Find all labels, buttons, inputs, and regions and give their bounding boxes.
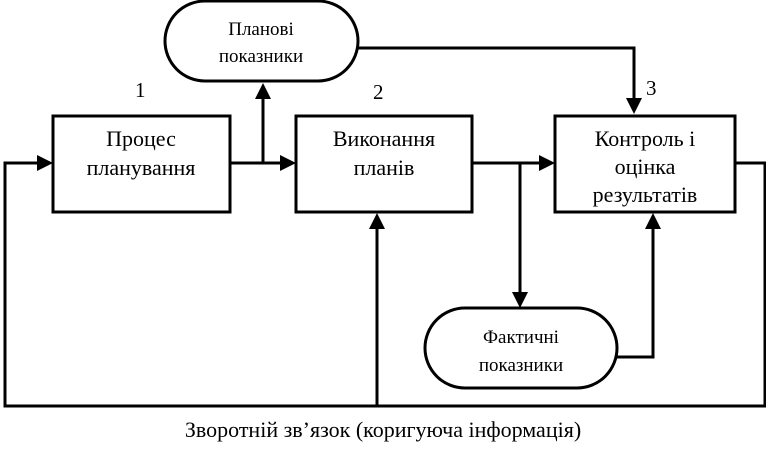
- actual-indicators-label-line-1: Фактичні: [483, 327, 559, 348]
- arrowhead-into-execution: [280, 155, 296, 171]
- step-number-3: 3: [646, 76, 657, 100]
- arrowhead-into-planning: [37, 155, 53, 171]
- control-label-line-1: Контроль і: [595, 126, 696, 151]
- arrowhead-into-execution-bottom: [369, 213, 385, 229]
- arrow-actual-to-control: [617, 228, 655, 359]
- step-number-1: 1: [135, 78, 146, 102]
- arrowhead-into-actual-indicators: [512, 292, 528, 308]
- execution-label-line-1: Виконання: [333, 126, 435, 151]
- control-label-line-3: результатів: [593, 182, 698, 207]
- arrowhead-into-control-left: [539, 155, 555, 171]
- execution-label-line-2: планів: [354, 155, 415, 180]
- step-number-2: 2: [373, 80, 384, 104]
- arrowhead-into-control-top: [626, 98, 642, 114]
- control-label-line-2: оцінка: [615, 154, 676, 179]
- planned-indicators-label-line-2: показники: [219, 46, 303, 67]
- actual-indicators-label-line-2: показники: [479, 355, 563, 376]
- planning-label-line-2: планування: [87, 155, 196, 180]
- control-box: Контроль і оцінка результатів: [553, 114, 737, 214]
- arrowhead-into-planned-indicators: [255, 83, 271, 99]
- actual-indicators-shape: Фактичні показники: [423, 306, 619, 390]
- planning-label-line-1: Процес: [106, 126, 176, 151]
- planned-indicators-shape: Планові показники: [163, 0, 360, 83]
- arrow-planned-to-control: [358, 46, 636, 100]
- feedback-caption: Зворотній зв’язок (коригуюча інформація): [185, 417, 581, 442]
- execution-box: Виконання планів: [294, 114, 474, 214]
- planned-indicators-label-line-1: Планові: [228, 19, 294, 40]
- arrowhead-into-control-bottom: [645, 213, 661, 229]
- planning-box: Процес планування: [51, 114, 232, 214]
